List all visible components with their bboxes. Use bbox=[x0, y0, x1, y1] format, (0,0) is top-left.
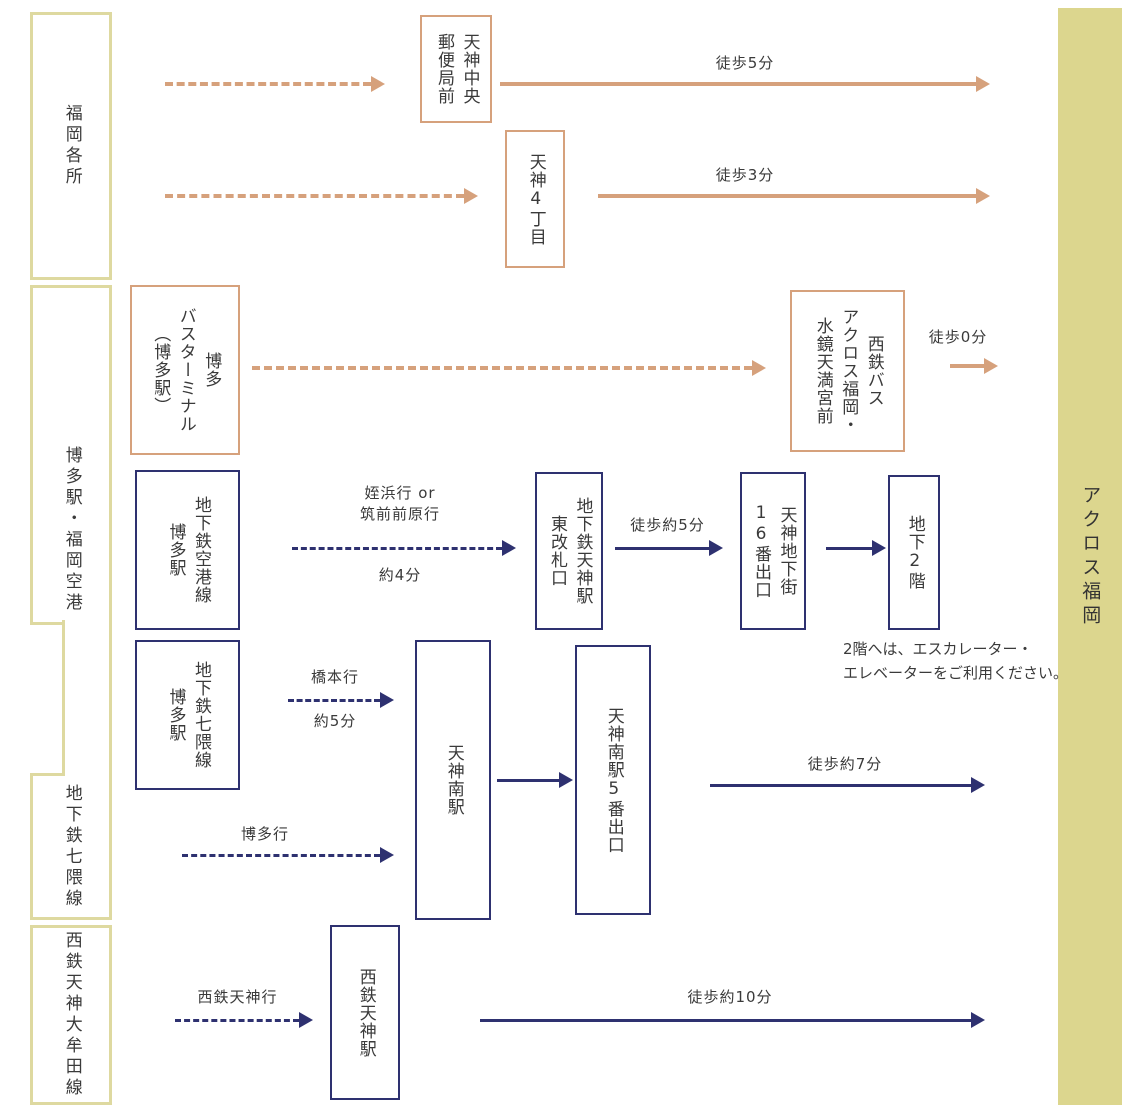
arrowhead-icon bbox=[502, 540, 516, 556]
arrow-to-tenjin4 bbox=[165, 186, 478, 206]
ride-time-4min-label: 約4分 bbox=[378, 566, 422, 584]
walk-5min-label: 徒歩5分 bbox=[715, 54, 775, 72]
arrow-walk-5min bbox=[500, 74, 990, 94]
station-label: 地下鉄天神駅 東改札口 bbox=[547, 497, 593, 605]
arrowhead-icon bbox=[976, 76, 990, 92]
stop-nishitetsu-bus-acros: 西鉄バス アクロス福岡・ 水鏡天満宮前 bbox=[790, 290, 905, 452]
station-label: 地下鉄七隈線 博多駅 bbox=[165, 661, 212, 769]
floor-basement-2: 地下2階 bbox=[888, 475, 940, 630]
arrow-shaft bbox=[710, 783, 971, 787]
walk-about-10min-label: 徒歩約10分 bbox=[687, 988, 773, 1006]
walk-about-5min-label: 徒歩約5分 bbox=[630, 516, 705, 534]
arrow-walk-3min bbox=[598, 186, 990, 206]
group-omuta-line-label: 西鉄天神大牟田線 bbox=[61, 931, 82, 1099]
walk-about-7min-label: 徒歩約7分 bbox=[807, 755, 883, 773]
arrow-shaft bbox=[615, 546, 709, 550]
arrowhead-icon bbox=[984, 358, 998, 374]
station-label: 地下鉄空港線 博多駅 bbox=[165, 496, 212, 604]
arrow-bus-ride bbox=[252, 358, 766, 378]
arrow-shaft bbox=[292, 546, 502, 550]
group-fukuoka-area-label: 福岡各所 bbox=[61, 104, 82, 188]
stop-label: 西鉄バス アクロス福岡・ 水鏡天満宮前 bbox=[812, 308, 884, 434]
arrow-shaft bbox=[175, 1018, 299, 1022]
arrow-walk-about-5min bbox=[615, 538, 723, 558]
arrow-shaft bbox=[288, 698, 380, 702]
destination-label: アクロス福岡 bbox=[1079, 484, 1102, 629]
arrowhead-icon bbox=[371, 76, 385, 92]
arrow-walk-0min bbox=[950, 356, 998, 376]
station-label: 天神南駅 bbox=[443, 744, 464, 816]
hakata-bound-label: 博多行 bbox=[240, 825, 289, 843]
arrowhead-icon bbox=[709, 540, 723, 556]
arrow-shaft bbox=[497, 778, 559, 782]
arrow-shaft bbox=[480, 1018, 971, 1022]
arrow-hakata-bound-ride bbox=[182, 845, 394, 865]
arrowhead-icon bbox=[971, 1012, 985, 1028]
arrow-to-exit5 bbox=[497, 770, 573, 790]
arrowhead-icon bbox=[299, 1012, 313, 1028]
arrow-shaft bbox=[598, 194, 976, 198]
stop-tenjin-central-post-office: 天神中央 郵便局前 bbox=[420, 15, 492, 123]
group-omuta-line: 西鉄天神大牟田線 bbox=[30, 925, 112, 1105]
ride-time-5min-label: 約5分 bbox=[313, 712, 357, 730]
arrowhead-icon bbox=[559, 772, 573, 788]
arrowhead-icon bbox=[380, 692, 394, 708]
group-nanakuma-line: 地下鉄七隈線 bbox=[30, 773, 112, 920]
arrow-walk-about-7min bbox=[710, 775, 985, 795]
arrow-shaft bbox=[182, 853, 380, 857]
arrow-to-post-office bbox=[165, 74, 385, 94]
stop-label: 天神中央 郵便局前 bbox=[434, 33, 480, 105]
arrow-shaft bbox=[165, 82, 371, 86]
arrowhead-icon bbox=[971, 777, 985, 793]
elevator-note: 2階へは、エスカレーター・ エレベーターをご利用ください。 bbox=[843, 640, 1069, 682]
arrow-shaft bbox=[500, 82, 976, 86]
nishitetsu-tenjin-bound-label: 西鉄天神行 bbox=[197, 988, 278, 1006]
station-tenjin-east-gate: 地下鉄天神駅 東改札口 bbox=[535, 472, 603, 630]
arrowhead-icon bbox=[872, 540, 886, 556]
arrowhead-icon bbox=[752, 360, 766, 376]
walk-0min-label: 徒歩0分 bbox=[928, 328, 988, 346]
arrow-nishitetsu-ride bbox=[175, 1010, 313, 1030]
exit-label: 天神南駅5番出口 bbox=[603, 706, 624, 854]
station-kuko-line-hakata: 地下鉄空港線 博多駅 bbox=[135, 470, 240, 630]
floor-label: 地下2階 bbox=[904, 515, 925, 590]
arrow-shaft bbox=[950, 364, 984, 368]
exit-label: 天神地下街 16番出口 bbox=[751, 503, 797, 599]
hashimoto-bound-label: 橋本行 bbox=[310, 668, 359, 686]
station-label: 西鉄天神駅 bbox=[355, 967, 376, 1058]
stop-tenjin-4chome: 天神4丁目 bbox=[505, 130, 565, 268]
arrowhead-icon bbox=[464, 188, 478, 204]
train-bound-label: 姪浜行 or 筑前前原行 bbox=[359, 484, 440, 523]
arrowhead-icon bbox=[976, 188, 990, 204]
exit-tenjin-chikagai-16: 天神地下街 16番出口 bbox=[740, 472, 806, 630]
arrow-nanakuma-ride bbox=[288, 690, 394, 710]
exit-tenjin-minami-5: 天神南駅5番出口 bbox=[575, 645, 651, 915]
station-nanakuma-hakata: 地下鉄七隈線 博多駅 bbox=[135, 640, 240, 790]
stop-label: 博多 バスターミナル （博多駅） bbox=[150, 307, 222, 433]
arrow-kuko-line-ride bbox=[292, 538, 516, 558]
station-tenjin-minami: 天神南駅 bbox=[415, 640, 491, 920]
destination-acros-fukuoka: アクロス福岡 bbox=[1058, 8, 1122, 1105]
group-hakata-airport-box bbox=[30, 285, 112, 625]
group-hakata-airport-connector bbox=[62, 620, 112, 776]
arrow-shaft bbox=[165, 194, 464, 198]
arrow-to-basement2 bbox=[826, 538, 886, 558]
group-fukuoka-area: 福岡各所 bbox=[30, 12, 112, 280]
arrowhead-icon bbox=[380, 847, 394, 863]
group-nanakuma-line-label: 地下鉄七隈線 bbox=[61, 783, 82, 910]
stop-label: 天神4丁目 bbox=[525, 152, 546, 246]
arrow-shaft bbox=[826, 546, 872, 550]
walk-3min-label: 徒歩3分 bbox=[715, 166, 775, 184]
station-nishitetsu-tenjin: 西鉄天神駅 bbox=[330, 925, 400, 1100]
arrow-shaft bbox=[252, 366, 752, 370]
stop-hakata-bus-terminal: 博多 バスターミナル （博多駅） bbox=[130, 285, 240, 455]
arrow-walk-about-10min bbox=[480, 1010, 985, 1030]
